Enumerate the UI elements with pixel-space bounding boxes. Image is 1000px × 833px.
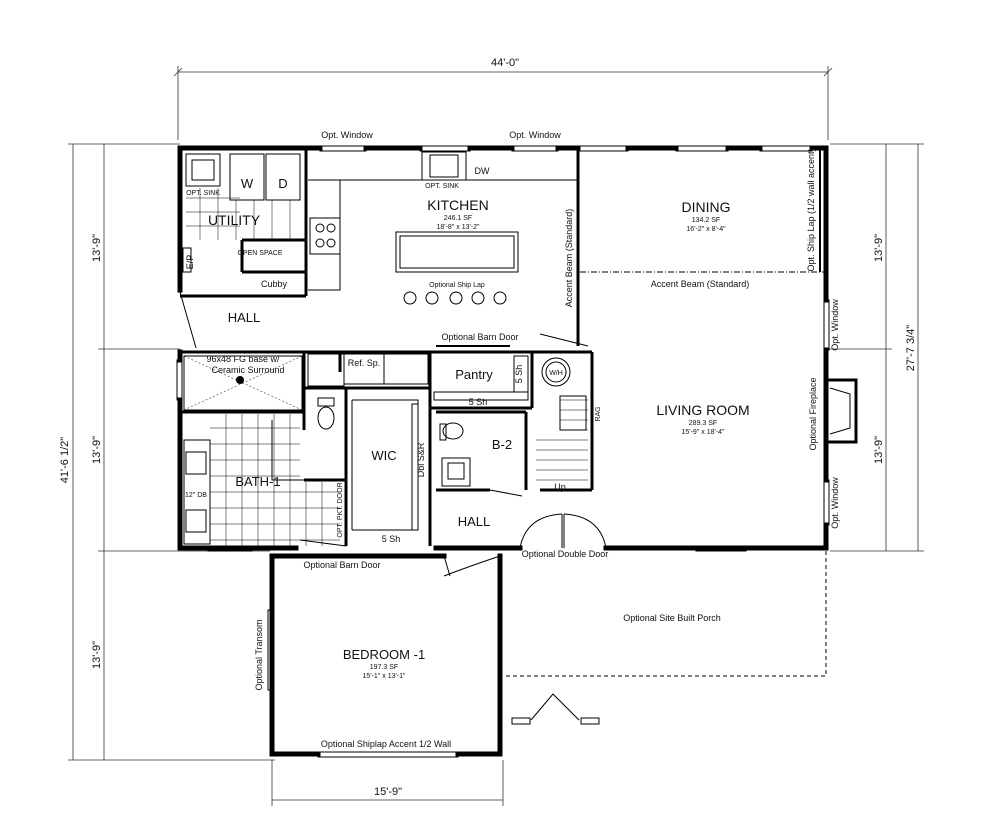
utility-fixtures [182,153,301,273]
shower-note-2: Ceramic Surround [211,365,284,375]
pantry-title: Pantry [455,367,493,382]
porch-outline [503,551,827,725]
ref-sp-label: Ref. Sp. [348,358,381,368]
water-heater-label: W/H [549,370,563,377]
double-door-label: Optional Double Door [522,549,609,559]
living-room-title: LIVING ROOM [656,402,749,418]
pantry-fixtures [433,345,529,401]
ship-lap-wall: Opt. Ship Lap (1/2 wall accent) [806,148,816,271]
left-seg-1-dim: 13'-9" [91,234,103,262]
kitchen-opt-sink: OPT. SINK [425,183,459,190]
exterior-walls [177,145,829,757]
hall-lower-title: HALL [458,514,491,529]
bath1-title: BATH-1 [235,474,280,489]
dbl-sr-label: Dbl S&R [416,442,426,477]
dishwasher-label: DW [475,166,490,176]
left-total-dim: 41'-6 1/2" [59,437,71,483]
top-width-dim: 44'-0" [491,57,519,69]
dining-area: 134.2 SF [692,217,720,224]
ep-label: E/P [185,255,195,270]
bedroom-door [299,539,501,577]
living-room-size: 15'-9" x 18'-4" [681,429,725,436]
five-sh-wic: 5 Sh [382,534,401,544]
shower-note-1: 96x48 FG base w/ [206,354,280,364]
dryer-label: D [278,176,287,191]
open-space-label: OPEN SPACE [238,250,283,257]
bath1-fixtures [183,355,340,546]
accent-beams [577,150,824,346]
accent-beam-horizontal: Accent Beam (Standard) [651,279,750,289]
right-total-dim: 27'-7 3/4" [905,325,917,371]
utility-opt-sink: OPT. SINK [186,190,220,197]
entry-door-swing [179,291,197,349]
bedroom-size: 15'-1" x 13'-1" [362,673,406,680]
right-seg-1-dim: 13'-9" [873,234,885,262]
double-door [519,513,607,549]
kitchen-fixtures [308,151,578,305]
dimension-lines [68,66,924,806]
optional-transom-label: Optional Transom [254,619,264,690]
dining-title: DINING [682,199,731,215]
b2-fixtures [439,422,523,497]
dining-size: 16'-2" x 8'-4" [686,226,726,233]
shiplap-accent-label: Optional Shiplap Accent 1/2 Wall [321,739,451,749]
rag-label: RAG [595,406,602,421]
washer-label: W [241,176,254,191]
living-room-area: 289.3 SF [689,420,717,427]
five-sh-pantry-side: 5 Sh [514,365,524,384]
opt-window-4: Opt. Window [830,477,840,529]
kitchen-size: 18'-8" x 13'-2" [436,224,480,231]
hall-upper-title: HALL [228,310,261,325]
fireplace [826,378,858,444]
left-seg-2-dim: 13'-9" [91,436,103,464]
optional-fireplace-label: Optional Fireplace [808,377,818,450]
twelve-db-label: 12" DB [185,492,207,499]
wic-title: WIC [371,448,396,463]
right-seg-2-dim: 13'-9" [873,436,885,464]
kitchen-title: KITCHEN [427,197,488,213]
opt-pkt-door-label: OPT. PKT. DOOR [337,482,344,537]
opt-window-3: Opt. Window [830,299,840,351]
kitchen-area: 246.1 SF [444,215,472,222]
five-sh-pantry: 5 Sh [469,397,488,407]
wic-fixtures [351,399,419,531]
bottom-bedroom-dim: 15'-9" [374,786,402,798]
cubby-label: Cubby [261,279,288,289]
porch-label: Optional Site Built Porch [623,613,721,623]
opt-window-2: Opt. Window [509,130,561,140]
bedroom-area: 197.3 SF [370,664,398,671]
stair-area [536,333,589,481]
barn-door-bedroom-label: Optional Barn Door [303,560,380,570]
utility-title: UTILITY [208,212,261,228]
ref-space [307,353,429,387]
accent-beam-vertical: Accent Beam (Standard) [564,209,574,308]
windows [176,145,830,758]
interior-walls [180,150,594,546]
stair-up-label: Up [554,482,566,492]
opt-window-1: Opt. Window [321,130,373,140]
left-seg-3-dim: 13'-9" [91,641,103,669]
bedroom-title: BEDROOM -1 [343,647,425,662]
b2-title: B-2 [492,437,512,452]
barn-door-pantry-label: Optional Barn Door [441,332,518,342]
optional-ship-lap-label: Optional Ship Lap [429,282,485,289]
